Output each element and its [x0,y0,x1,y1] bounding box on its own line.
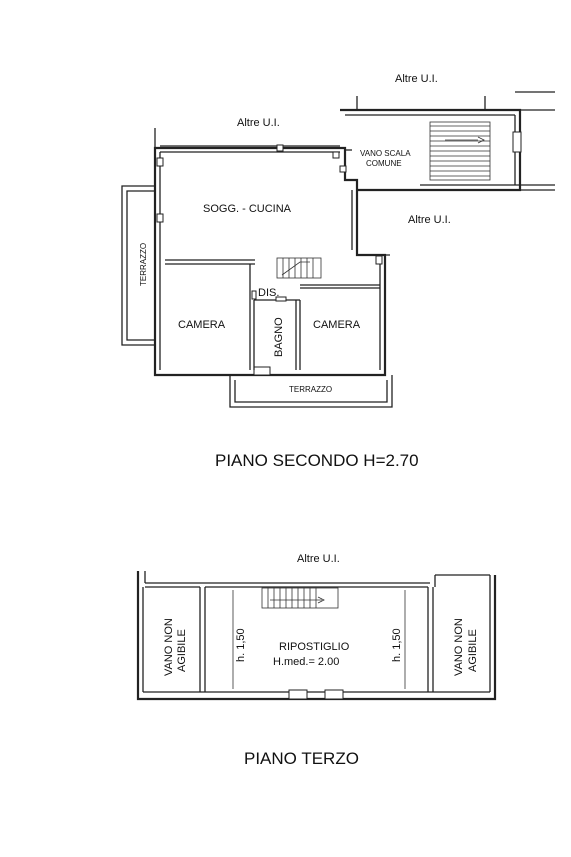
label-height-right: h. 1,50 [391,628,403,662]
label-other-units-third: Altre U.I. [297,553,340,565]
apartment-outer-wall [153,146,387,377]
label-bedroom-left: CAMERA [178,319,226,331]
label-other-units-left: Altre U.I. [237,117,280,129]
label-right-unusable-line1: VANO NON [453,618,465,676]
label-height-left: h. 1,50 [235,628,247,662]
label-hall: DIS. [258,287,279,299]
label-terrace-bottom: TERRAZZO [289,385,332,394]
second-floor-plan: Altre U.I. Altre U.I. Altre U.I. VANO SC… [121,73,555,470]
bottom-terrace [229,366,393,408]
label-living-kitchen: SOGG. - CUCINA [203,203,292,215]
second-floor-title: PIANO SECONDO H=2.70 [215,451,419,470]
label-stairwell-line2: COMUNE [366,159,402,168]
label-other-units-right: Altre U.I. [408,214,451,226]
third-floor-title: PIANO TERZO [244,749,359,768]
label-right-unusable-line2: AGIBILE [467,629,479,672]
label-left-unusable-line1: VANO NON [163,618,175,676]
third-floor-plan: Altre U.I. VANO NON AGIBILE h. 1,50 RIPO… [136,553,497,768]
label-bedroom-right: CAMERA [313,319,361,331]
label-left-unusable-line2: AGIBILE [176,629,188,672]
label-average-height: H.med.= 2.00 [273,656,339,668]
left-terrace [121,185,155,346]
internal-stair [276,257,322,279]
label-other-units-top: Altre U.I. [395,73,438,85]
third-floor-outer-wall [136,571,497,701]
attic-stair [261,587,339,609]
label-storage: RIPOSTIGLIO [279,641,350,653]
common-stairwell [332,91,555,192]
label-terrace-left: TERRAZZO [139,243,148,286]
label-bathroom: BAGNO [273,317,285,357]
label-stairwell-line1: VANO SCALA [360,149,411,158]
stair-treads [430,125,490,177]
